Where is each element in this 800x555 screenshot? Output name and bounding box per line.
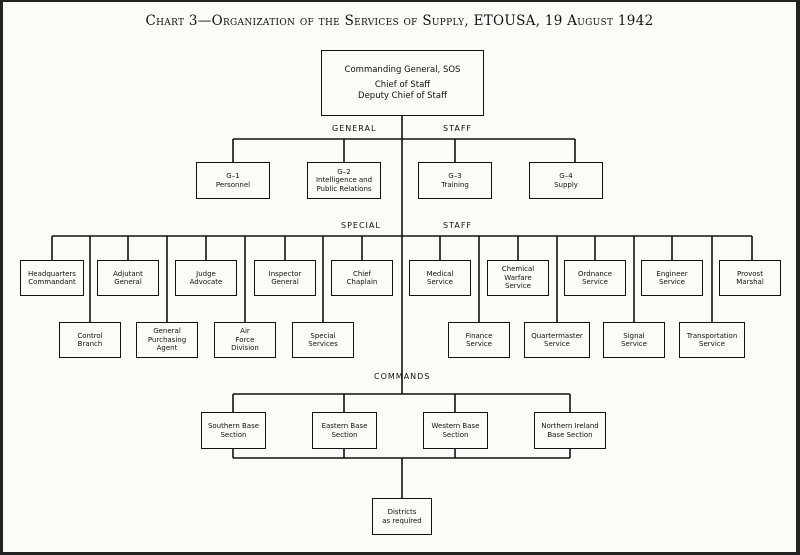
- southern-base-section-label: Southern Base Section: [207, 422, 260, 439]
- signal-service-label: Signal Service: [621, 331, 647, 349]
- finance-service-box: Finance Service: [448, 322, 510, 358]
- headquarters-commandant-label: Headquarters Commandant: [28, 269, 76, 287]
- g3-training-label: G–3 Training: [441, 172, 469, 189]
- ordnance-service-box: Ordnance Service: [564, 260, 626, 296]
- air-force-division-label: Air Force Division: [231, 327, 259, 353]
- commanding-general-label: Commanding General, SOS: [344, 64, 461, 75]
- medical-service-box: Medical Service: [409, 260, 471, 296]
- control-branch-label: Control Branch: [77, 331, 103, 349]
- general-purchasing-agent-label: General Purchasing Agent: [147, 327, 187, 353]
- chief-chaplain-box: Chief Chaplain: [331, 260, 393, 296]
- judge-advocate-box: Judge Advocate: [175, 260, 237, 296]
- connector-lines: [51, 115, 753, 498]
- provost-marshal-box: Provost Marshal: [719, 260, 781, 296]
- engineer-service-box: Engineer Service: [641, 260, 703, 296]
- adjutant-general-box: Adjutant General: [97, 260, 159, 296]
- general-staff-label: STAFF: [443, 124, 473, 133]
- special-staff-label: STAFF: [443, 221, 473, 230]
- northern-ireland-base-section-box: Northern Ireland Base Section: [534, 412, 606, 449]
- general-purchasing-agent-box: General Purchasing Agent: [136, 322, 198, 358]
- northern-ireland-base-section-label: Northern Ireland Base Section: [541, 422, 599, 439]
- g4-supply-label: G–4 Supply: [554, 172, 578, 189]
- g4-supply-box: G–4 Supply: [529, 162, 603, 199]
- org-chart-page: Chart 3—Organization of the Services of …: [3, 2, 796, 552]
- quartermaster-service-box: Quartermaster Service: [524, 322, 590, 358]
- chief-chaplain-label: Chief Chaplain: [346, 269, 378, 287]
- special-services-box: Special Services: [292, 322, 354, 358]
- provost-marshal-label: Provost Marshal: [736, 269, 764, 287]
- chemical-warfare-service-box: Chemical Warfare Service: [487, 260, 549, 296]
- g2-intelligence-label: G–2 Intelligence and Public Relations: [315, 167, 373, 193]
- judge-advocate-label: Judge Advocate: [189, 269, 223, 287]
- eastern-base-section-label: Eastern Base Section: [321, 422, 368, 439]
- inspector-general-box: Inspector General: [254, 260, 316, 296]
- eastern-base-section-box: Eastern Base Section: [312, 412, 377, 449]
- inspector-general-label: Inspector General: [268, 269, 302, 287]
- g3-training-box: G–3 Training: [418, 162, 492, 199]
- chart-title: Chart 3—Organization of the Services of …: [145, 13, 654, 29]
- special-services-label: Special Services: [308, 331, 338, 349]
- special-label: SPECIAL: [341, 221, 381, 230]
- western-base-section-label: Western Base Section: [431, 422, 480, 439]
- districts-label: Districts as required: [382, 508, 422, 525]
- signal-service-box: Signal Service: [603, 322, 665, 358]
- g1-personnel-label: G–1 Personnel: [215, 172, 251, 189]
- g2-intelligence-box: G–2 Intelligence and Public Relations: [307, 162, 381, 199]
- commands-label: COMMANDS: [374, 372, 431, 381]
- transportation-service-label: Transportation Service: [686, 331, 738, 349]
- quartermaster-service-label: Quartermaster Service: [531, 331, 583, 349]
- districts-box: Districts as required: [372, 498, 432, 535]
- southern-base-section-box: Southern Base Section: [201, 412, 266, 449]
- g1-personnel-box: G–1 Personnel: [196, 162, 270, 199]
- air-force-division-box: Air Force Division: [214, 322, 276, 358]
- medical-service-label: Medical Service: [426, 269, 454, 287]
- headquarters-commandant-box: Headquarters Commandant: [20, 260, 84, 296]
- adjutant-general-label: Adjutant General: [113, 269, 143, 287]
- general-label: GENERAL: [332, 124, 377, 133]
- finance-service-label: Finance Service: [465, 331, 493, 349]
- engineer-service-label: Engineer Service: [656, 269, 688, 287]
- chemical-warfare-service-label: Chemical Warfare Service: [501, 265, 535, 291]
- transportation-service-box: Transportation Service: [679, 322, 745, 358]
- western-base-section-box: Western Base Section: [423, 412, 488, 449]
- control-branch-box: Control Branch: [59, 322, 121, 358]
- commanding-general-box: Commanding General, SOS Chief of Staff D…: [321, 50, 484, 116]
- chief-of-staff-label: Chief of Staff Deputy Chief of Staff: [358, 80, 447, 101]
- ordnance-service-label: Ordnance Service: [577, 269, 613, 287]
